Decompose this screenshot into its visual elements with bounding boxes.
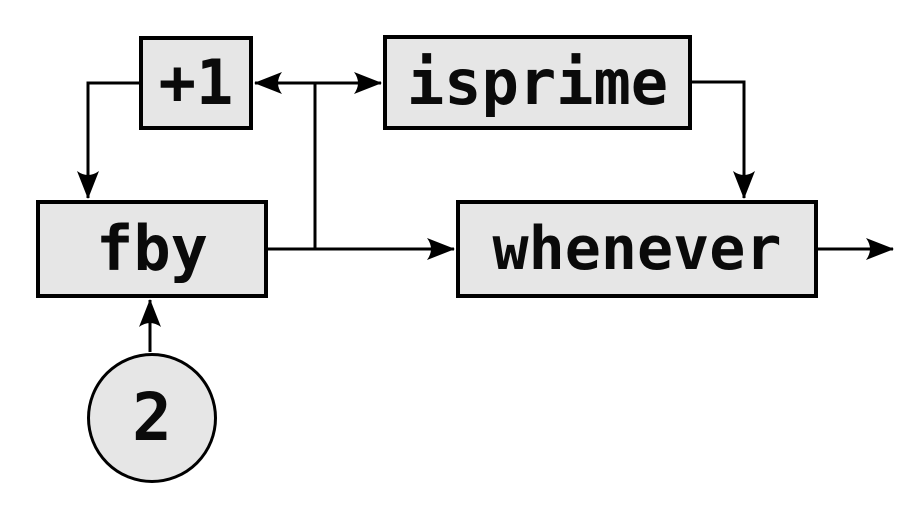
node-const2: 2 xyxy=(87,353,217,483)
node-fby-label: fby xyxy=(96,212,208,285)
node-isprime-label: isprime xyxy=(406,45,669,119)
node-whenever-label: whenever xyxy=(492,214,782,284)
node-fby: fby xyxy=(36,200,268,298)
node-const2-label: 2 xyxy=(132,379,172,456)
node-plus1-label: +1 xyxy=(158,46,234,119)
edge-plus1-to-fby xyxy=(77,81,139,199)
node-isprime: isprime xyxy=(383,35,692,130)
edge-isprime-to-whenever xyxy=(692,80,755,199)
node-whenever: whenever xyxy=(456,200,818,298)
node-plus1: +1 xyxy=(139,36,253,130)
